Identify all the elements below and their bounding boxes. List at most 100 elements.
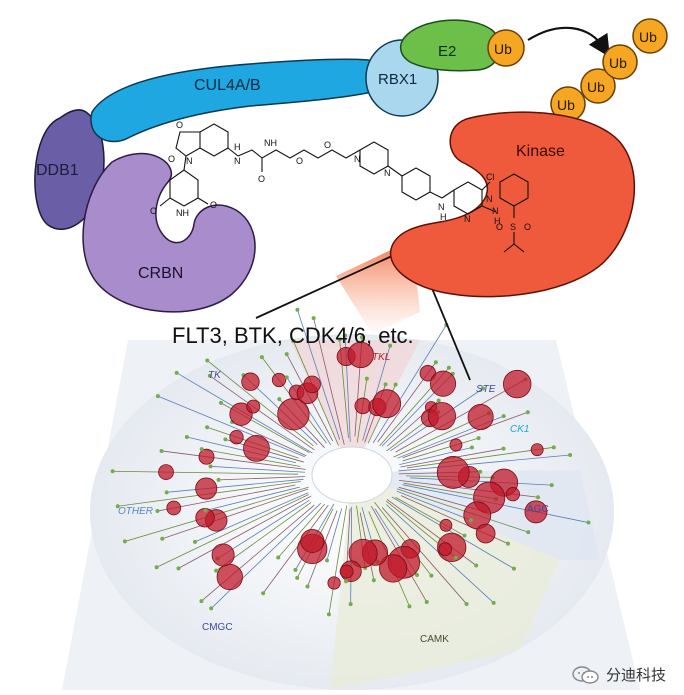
kinome-leaf <box>552 445 556 449</box>
kinase-hit-circle <box>242 373 260 391</box>
atom-n-4: N <box>384 168 391 178</box>
atom-cl: Cl <box>486 172 495 182</box>
kinome-leaf <box>325 558 329 562</box>
kinase-hit-circle <box>506 487 519 500</box>
kinase-hit-circle <box>159 465 174 480</box>
group-label-tkl: TKL <box>372 352 390 363</box>
kinase-hit-circle <box>503 370 531 398</box>
kinome-leaf <box>526 530 530 534</box>
e2-label: E2 <box>438 43 456 60</box>
kinase-hit-circle <box>217 564 242 589</box>
kinome-leaf <box>349 602 353 606</box>
kinome-leaf <box>285 375 289 379</box>
kinome-leaf <box>261 591 265 595</box>
kinase-hit-circle <box>437 456 469 488</box>
atom-o-2: O <box>176 120 183 130</box>
kinase-hit-circle <box>167 501 181 515</box>
kinome-leaf <box>407 604 411 608</box>
kinome-leaf <box>285 352 289 356</box>
kinome-leaf <box>293 568 297 572</box>
kinome-leaf <box>156 394 160 398</box>
kinome-leaf <box>185 435 189 439</box>
ub-label-3: Ub <box>609 55 627 71</box>
wechat-icon <box>572 665 600 685</box>
atom-n-3: N <box>354 154 361 164</box>
group-label-tk: TK <box>208 370 222 381</box>
cul4-label: CUL4A/B <box>194 77 261 94</box>
kinome-leaf <box>165 490 169 494</box>
kinome-leaf <box>568 453 572 457</box>
kinase-hit-circle <box>272 373 285 386</box>
kinase-hit-circle <box>428 402 455 429</box>
kinase-protein: Kinase <box>391 112 635 297</box>
kinome-leaf <box>200 447 204 451</box>
cul4-protein: CUL4A/B <box>91 59 382 141</box>
kinase-hit-circle <box>199 449 214 464</box>
kinome-leaf <box>478 470 482 474</box>
atom-n-2: N <box>234 156 241 166</box>
atom-o-4: O <box>210 200 217 210</box>
kinome-leaf <box>205 425 209 429</box>
kinome-leaf <box>492 601 496 605</box>
kinome-leaf <box>502 414 506 418</box>
kinome-leaf <box>199 599 203 603</box>
kinase-hit-circle <box>439 543 452 556</box>
kinome-leaf <box>214 569 218 573</box>
rbx1-label: RBX1 <box>378 71 417 88</box>
target-kinases-caption: FLT3, BTK, CDK4/6, etc. <box>172 323 414 348</box>
kinome-leaf <box>425 600 429 604</box>
group-label-cmgc: CMGC <box>202 622 233 633</box>
kinase-hit-circle <box>340 565 353 578</box>
kinome-leaf <box>465 602 469 606</box>
atom-s: S <box>510 222 516 232</box>
kinome-leaf <box>512 567 516 571</box>
kinase-hit-circle <box>196 478 217 499</box>
watermark: 分迪科技 <box>572 664 666 685</box>
kinome-leaf <box>536 495 540 499</box>
atom-n-7: N <box>486 194 493 204</box>
kinome-leaf <box>155 509 159 513</box>
kinome-leaf <box>155 565 159 569</box>
crbn-protein: CRBN <box>83 154 255 312</box>
kinome-center <box>312 447 392 503</box>
kinase-hit-circle <box>230 430 244 444</box>
kinome-leaf <box>306 584 310 588</box>
atom-n-5: N <box>438 202 445 212</box>
ddb1-label: DDB1 <box>36 162 79 179</box>
kinome-leaf <box>454 556 458 560</box>
ub-on-e2: Ub <box>488 30 524 66</box>
kinome-leaf <box>344 579 348 583</box>
kinome-leaf <box>477 436 481 440</box>
kinome-leaf <box>160 449 164 453</box>
kinome-leaf <box>160 537 164 541</box>
ub-label-1: Ub <box>557 97 575 113</box>
group-label-ck1: CK1 <box>510 424 529 435</box>
ubiquitin-transfer-arrow <box>528 28 604 48</box>
kinome-leaf <box>470 445 474 449</box>
ub-label-4: Ub <box>639 29 657 45</box>
atom-n-8: N <box>492 206 499 216</box>
kinome-leaf <box>506 542 510 546</box>
kinase-hit-circle <box>373 390 401 418</box>
kinase-hit-circle <box>430 371 455 396</box>
atom-o-1: O <box>168 154 175 164</box>
kinase-hit-circle <box>450 439 462 451</box>
kinome-leaf <box>205 358 209 362</box>
kinome-leaf <box>437 398 441 402</box>
atom-h-1: H <box>234 142 241 152</box>
kinase-hit-circle <box>355 398 371 414</box>
kinome-leaf <box>434 360 438 364</box>
kinome-leaf <box>209 606 213 610</box>
kinome-leaf <box>463 534 467 538</box>
kinome-leaf <box>384 382 388 386</box>
atom-nh-1: NH <box>176 208 189 218</box>
kinase-hit-circle <box>531 444 543 456</box>
kinome-leaf <box>123 539 127 543</box>
group-label-camk: CAMK <box>420 634 449 645</box>
watermark-text: 分迪科技 <box>606 664 666 685</box>
group-label-agc: AGC <box>527 504 549 515</box>
kinome-leaf <box>204 509 208 513</box>
atom-n-6: N <box>464 214 471 224</box>
atom-o-8: O <box>496 222 503 232</box>
